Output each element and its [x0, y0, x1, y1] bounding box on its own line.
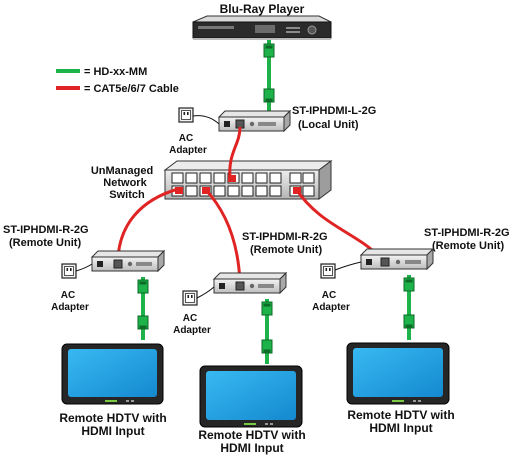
remote-unit-3-model: ST-IPHDMI-R-2G: [424, 227, 510, 239]
switch-port-row-bottom: [171, 185, 315, 197]
ac-adapter-label-line2: Adapter: [173, 325, 211, 336]
hdmi-cable-top: [263, 40, 275, 112]
remote-unit-1-role: (Remote Unit): [9, 237, 81, 249]
ac-adapter-icon: [61, 263, 93, 279]
legend-hdmi-swatch: [56, 69, 80, 73]
local-unit-model: ST-IPHDMI-L-2G: [292, 105, 376, 117]
tv-1-label-line2: HDMI Input: [81, 424, 144, 438]
remote-unit-1-device: [90, 249, 166, 273]
legend-hdmi-label: = HD-xx-MM: [84, 66, 147, 78]
tv-2-label-line1: Remote HDTV with: [198, 428, 305, 442]
ac-adapter-icon: [178, 107, 220, 125]
remote-hdtv-3: [346, 342, 450, 405]
switch-label-line1: UnManaged: [91, 165, 153, 177]
ac-adapter-label-line1: AC: [179, 133, 193, 144]
tv-1-label-line1: Remote HDTV with: [59, 411, 166, 425]
hdmi-cable-remote-2: [261, 299, 273, 364]
legend: = HD-xx-MM = CAT5e/6/7 Cable: [56, 66, 179, 95]
network-switch-device: [163, 160, 333, 200]
remote-unit-2-role: (Remote Unit): [250, 244, 322, 256]
ac-adapter-label-line2: Adapter: [51, 302, 89, 313]
tv-2-label-line2: HDMI Input: [220, 441, 283, 455]
blu-ray-player-title: Blu-Ray Player: [220, 2, 305, 16]
ac-adapter-icon: [182, 286, 215, 306]
cat-cable-local-to-switch: [228, 126, 242, 179]
tv-3-label-line1: Remote HDTV with: [347, 408, 454, 422]
remote-unit-3-device: [359, 247, 435, 271]
switch-label-line3: Switch: [109, 189, 145, 201]
cat-cable-switch-to-remote-1: [116, 187, 179, 259]
ac-adapter-label-line1: AC: [61, 290, 75, 301]
ac-adapter-label-line2: Adapter: [169, 145, 207, 156]
remote-hdtv-1: [61, 343, 164, 405]
blu-ray-player: [192, 15, 332, 40]
remote-unit-3-role: (Remote Unit): [432, 240, 504, 252]
ac-adapter-label-line2: Adapter: [312, 302, 350, 313]
legend-cat-swatch: [56, 86, 80, 90]
ac-adapter-label-line1: AC: [322, 290, 336, 301]
legend-cat-label: = CAT5e/6/7 Cable: [84, 83, 179, 95]
ac-adapter-label-line1: AC: [183, 313, 197, 324]
remote-hdtv-2: [199, 365, 303, 428]
hdmi-cable-remote-3: [403, 275, 415, 340]
remote-unit-2-model: ST-IPHDMI-R-2G: [242, 231, 328, 243]
cat-cable-switch-to-remote-2: [203, 187, 242, 283]
hdmi-cable-remote-1: [137, 277, 149, 340]
local-unit-role: (Local Unit): [298, 119, 359, 131]
remote-unit-2-device: [212, 271, 288, 295]
switch-port-row-top: [171, 172, 315, 184]
ac-adapter-icon: [320, 261, 362, 279]
local-unit-device: [217, 109, 292, 133]
switch-label-line2: Network: [103, 177, 147, 189]
tv-3-label-line2: HDMI Input: [369, 421, 432, 435]
remote-unit-1-model: ST-IPHDMI-R-2G: [3, 224, 89, 236]
